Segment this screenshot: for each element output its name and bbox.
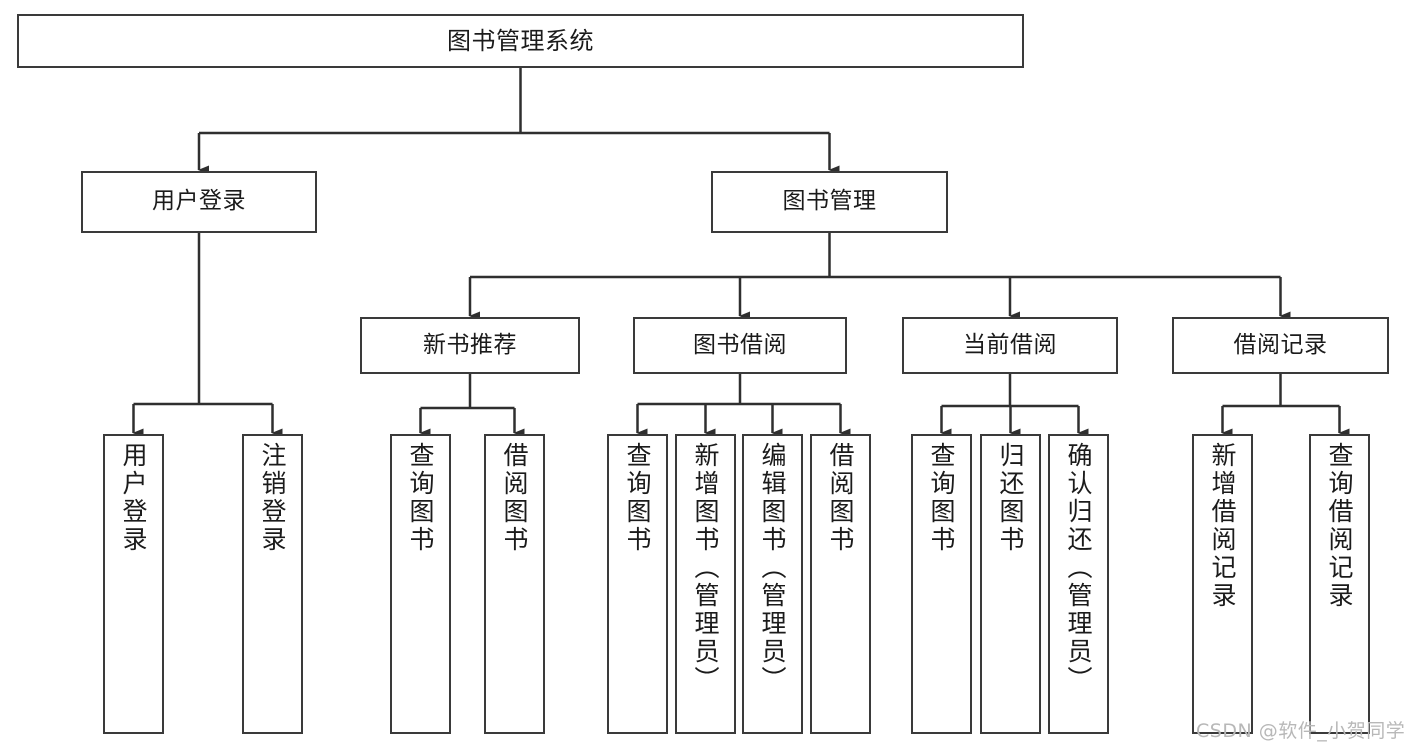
node-leaf-rec-add[interactable]: 新增借阅记录	[1192, 434, 1253, 734]
node-label-leaf-cur-return: 归还图书	[996, 442, 1025, 554]
node-label-root: 图书管理系统	[447, 26, 594, 55]
node-leaf-borrow-lend[interactable]: 借阅图书	[810, 434, 871, 734]
node-user-login[interactable]: 用户登录	[81, 171, 317, 233]
node-label-current-borrow: 当前借阅	[963, 331, 1057, 358]
node-leaf-user-logout[interactable]: 注销登录	[242, 434, 303, 734]
node-label-leaf-cur-query: 查询图书	[927, 442, 956, 554]
connector-lines	[132, 68, 1350, 438]
node-label-leaf-borrow-edit: 编辑图书（管理员）	[758, 442, 787, 694]
node-label-leaf-rec-query: 查询图书	[406, 442, 435, 554]
node-label-leaf-rec-add: 新增借阅记录	[1208, 442, 1237, 610]
node-label-leaf-borrow-lend: 借阅图书	[826, 442, 855, 554]
node-leaf-cur-confirm[interactable]: 确认归还（管理员）	[1048, 434, 1109, 734]
node-leaf-rec-search[interactable]: 查询借阅记录	[1309, 434, 1370, 734]
node-label-leaf-user-logout: 注销登录	[258, 442, 287, 554]
node-book-manage[interactable]: 图书管理	[711, 171, 948, 233]
node-leaf-cur-return[interactable]: 归还图书	[980, 434, 1041, 734]
node-leaf-borrow-query[interactable]: 查询图书	[607, 434, 668, 734]
node-leaf-rec-query[interactable]: 查询图书	[390, 434, 451, 734]
node-leaf-rec-borrow[interactable]: 借阅图书	[484, 434, 545, 734]
node-label-user-login: 用户登录	[152, 188, 246, 215]
node-label-new-book-rec: 新书推荐	[423, 331, 517, 358]
node-label-book-manage: 图书管理	[782, 188, 877, 215]
watermark-credit: CSDN @软件_小贺同学	[1196, 720, 1405, 742]
node-leaf-borrow-add[interactable]: 新增图书（管理员）	[675, 434, 736, 734]
node-label-leaf-user-login: 用户登录	[119, 442, 148, 554]
node-label-book-borrow: 图书借阅	[693, 331, 787, 358]
node-label-leaf-cur-confirm: 确认归还（管理员）	[1064, 442, 1093, 694]
node-current-borrow[interactable]: 当前借阅	[902, 317, 1118, 374]
node-leaf-user-login[interactable]: 用户登录	[103, 434, 164, 734]
node-label-leaf-rec-search: 查询借阅记录	[1325, 442, 1354, 610]
node-label-leaf-borrow-query: 查询图书	[623, 442, 652, 554]
node-leaf-cur-query[interactable]: 查询图书	[911, 434, 972, 734]
node-label-leaf-borrow-add: 新增图书（管理员）	[691, 442, 720, 694]
node-borrow-record[interactable]: 借阅记录	[1172, 317, 1389, 374]
node-label-leaf-rec-borrow: 借阅图书	[500, 442, 529, 554]
node-label-borrow-record: 借阅记录	[1233, 331, 1328, 358]
node-book-borrow[interactable]: 图书借阅	[633, 317, 847, 374]
node-new-book-rec[interactable]: 新书推荐	[360, 317, 580, 374]
node-root[interactable]: 图书管理系统	[17, 14, 1024, 68]
node-leaf-borrow-edit[interactable]: 编辑图书（管理员）	[742, 434, 803, 734]
